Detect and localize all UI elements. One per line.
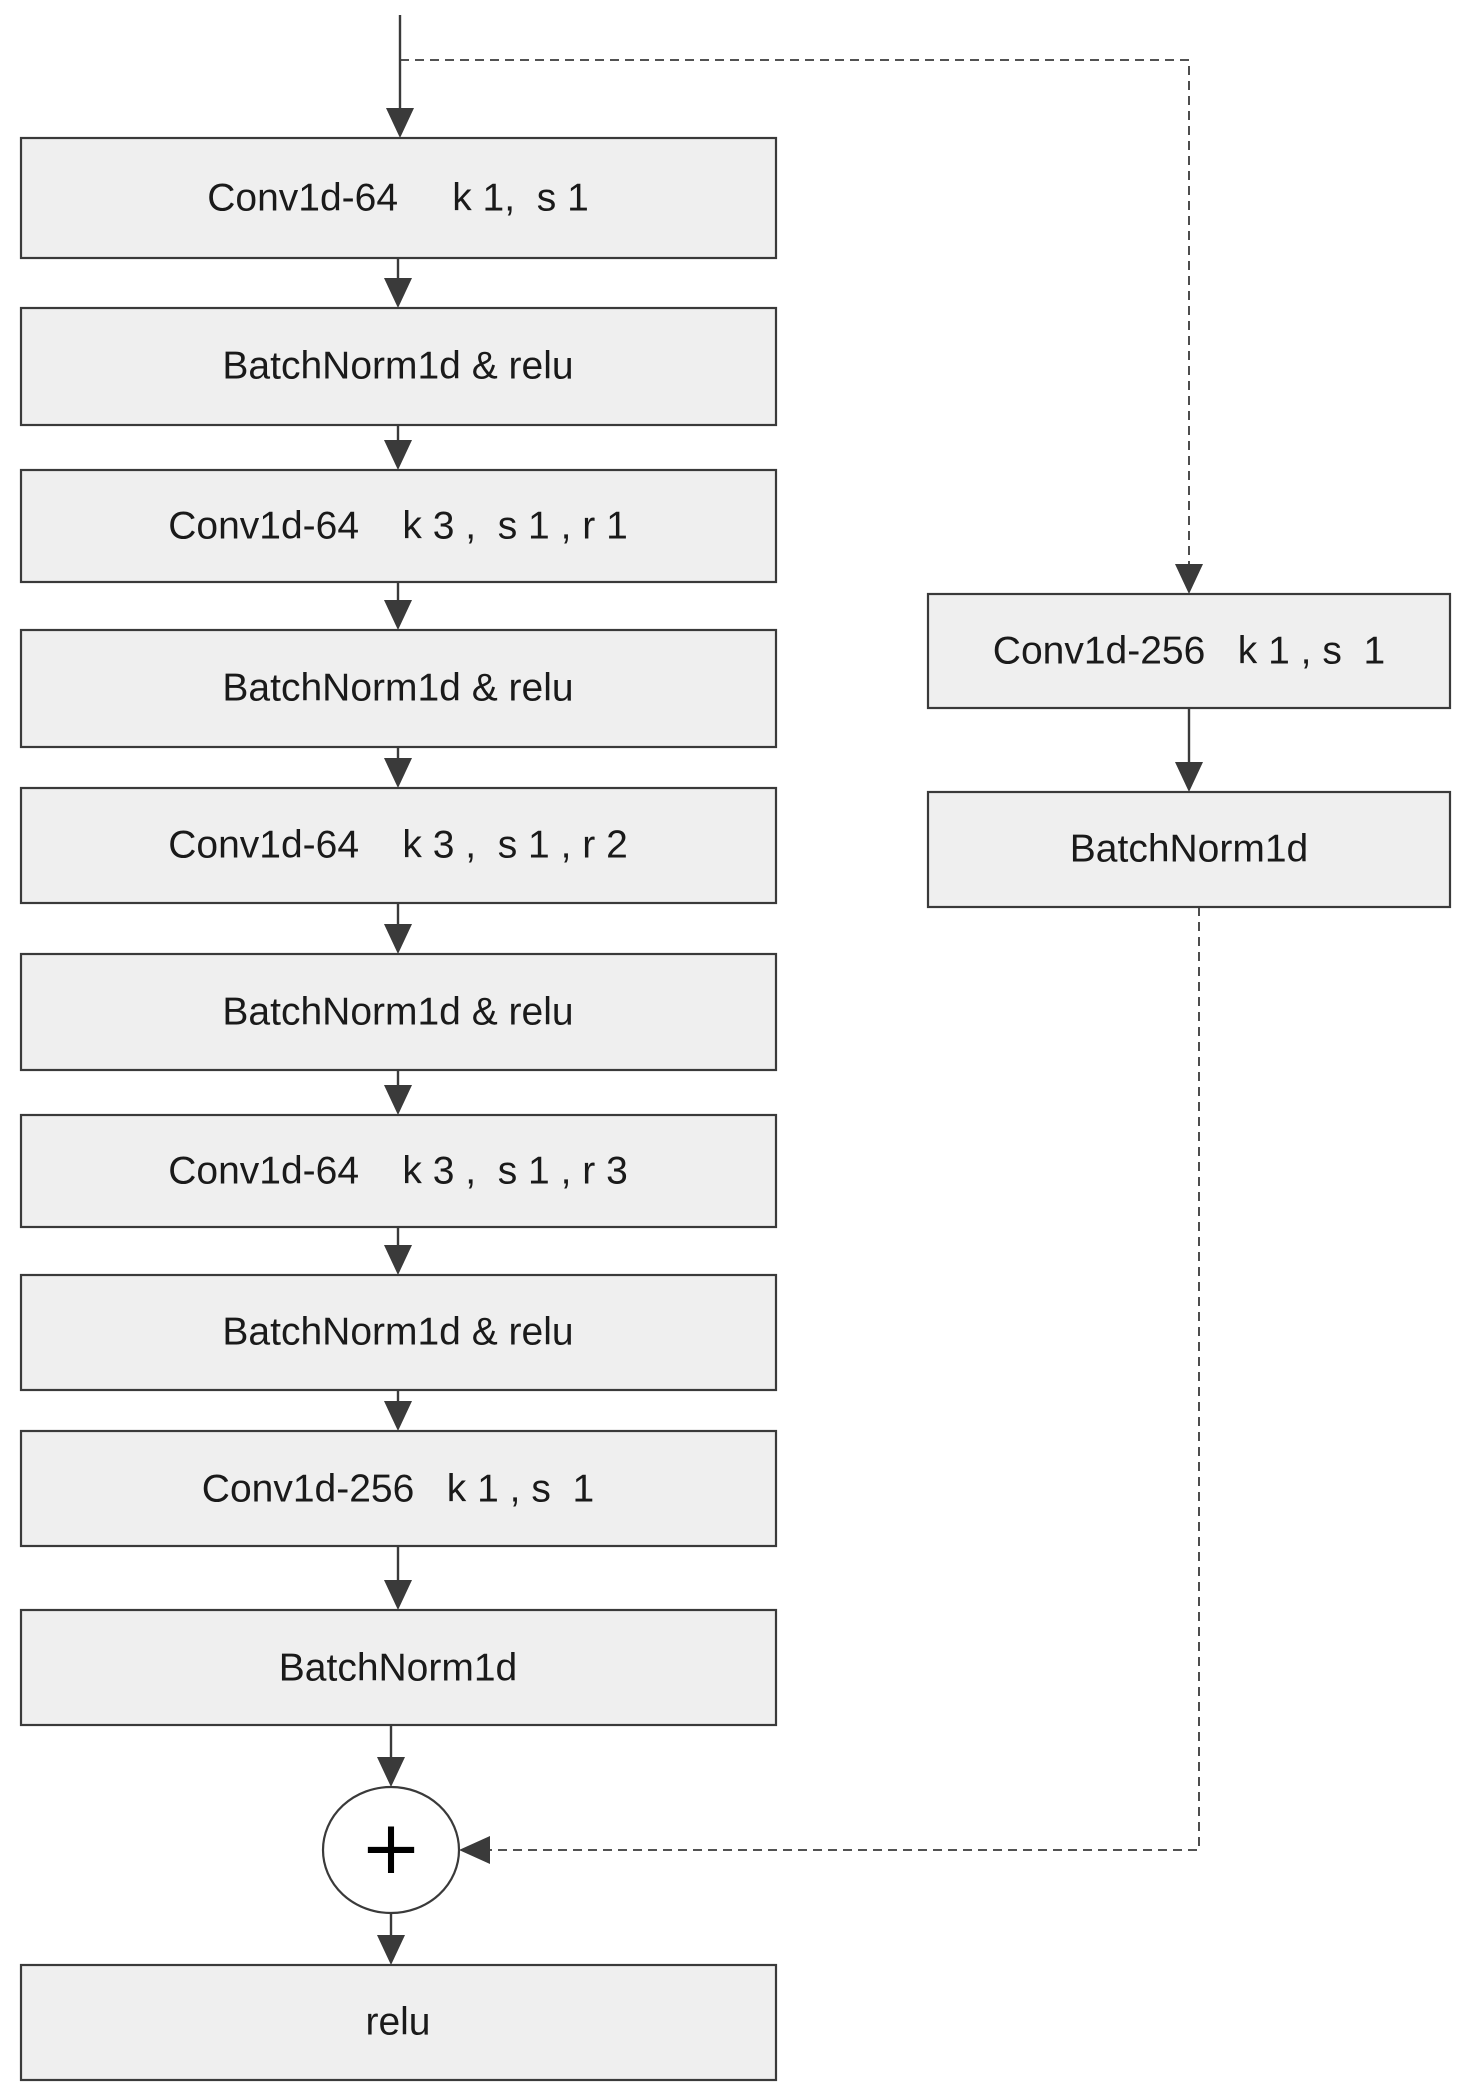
arrowhead-bn3-conv4 xyxy=(384,1085,412,1115)
node-conv1-label: Conv1d-64 k 1, s 1 xyxy=(207,177,589,220)
arrowhead-input xyxy=(386,108,414,138)
arrowhead-shortcut-conv-bn xyxy=(1175,762,1203,792)
sum-node: + xyxy=(321,1785,461,1915)
node-conv3-label: Conv1d-64 k 3 , s 1 , r 2 xyxy=(168,824,628,867)
arrowhead-conv3-bn3 xyxy=(384,924,412,954)
node-bn5-label: BatchNorm1d xyxy=(279,1647,517,1690)
node-conv4-label: Conv1d-64 k 3 , s 1 , r 3 xyxy=(168,1150,628,1193)
node-relu-output-label: relu xyxy=(365,2001,430,2044)
node-conv1: Conv1d-64 k 1, s 1 xyxy=(19,136,778,260)
node-bn2: BatchNorm1d & relu xyxy=(19,628,778,749)
node-conv3: Conv1d-64 k 3 , s 1 , r 2 xyxy=(19,786,778,905)
arrowhead-conv2-bn2 xyxy=(384,600,412,630)
arrowhead-sum-relu xyxy=(377,1935,405,1965)
main-path-edges xyxy=(377,15,414,1965)
node-shortcut-conv-label: Conv1d-256 k 1 , s 1 xyxy=(993,630,1385,673)
node-shortcut-conv: Conv1d-256 k 1 , s 1 xyxy=(926,592,1452,710)
node-conv5: Conv1d-256 k 1 , s 1 xyxy=(19,1429,778,1548)
arrowhead-bn1-conv2 xyxy=(384,440,412,470)
node-shortcut-bn: BatchNorm1d xyxy=(926,790,1452,909)
node-bn3-label: BatchNorm1d & relu xyxy=(222,991,573,1034)
edge-shortcut-branch xyxy=(400,59,1190,574)
node-conv2-label: Conv1d-64 k 3 , s 1 , r 1 xyxy=(168,505,628,548)
node-relu-output: relu xyxy=(19,1963,778,2082)
arrowhead-shortcut-to-sum xyxy=(459,1836,490,1864)
plus-icon: + xyxy=(360,1805,422,1891)
node-bn2-label: BatchNorm1d & relu xyxy=(222,667,573,710)
arrowhead-conv1-bn1 xyxy=(384,278,412,308)
node-bn4: BatchNorm1d & relu xyxy=(19,1273,778,1392)
arrowhead-conv5-bn5 xyxy=(384,1580,412,1610)
node-conv4: Conv1d-64 k 3 , s 1 , r 3 xyxy=(19,1113,778,1229)
node-bn1: BatchNorm1d & relu xyxy=(19,306,778,427)
node-bn4-label: BatchNorm1d & relu xyxy=(222,1311,573,1354)
node-bn5: BatchNorm1d xyxy=(19,1608,778,1727)
node-conv2: Conv1d-64 k 3 , s 1 , r 1 xyxy=(19,468,778,584)
node-bn3: BatchNorm1d & relu xyxy=(19,952,778,1072)
arrowhead-bn5-sum xyxy=(377,1757,405,1787)
arrowhead-shortcut-branch xyxy=(1175,564,1203,594)
arrowhead-bn2-conv3 xyxy=(384,758,412,788)
node-bn1-label: BatchNorm1d & relu xyxy=(222,345,573,388)
arrowhead-bn4-conv5 xyxy=(384,1401,412,1431)
shortcut-path-edges xyxy=(400,59,1203,1864)
node-shortcut-bn-label: BatchNorm1d xyxy=(1070,828,1308,871)
arrowhead-conv4-bn4 xyxy=(384,1245,412,1275)
node-conv5-label: Conv1d-256 k 1 , s 1 xyxy=(202,1468,594,1511)
